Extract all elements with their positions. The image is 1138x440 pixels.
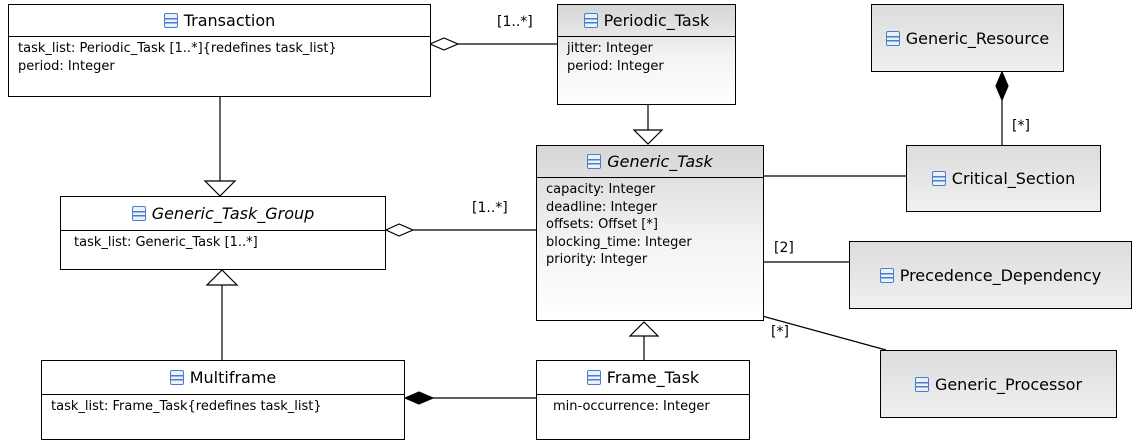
attribute: priority: Integer [546,252,648,267]
class-header: Transaction [9,5,430,37]
attribute-list: min-occurrence: Integer [537,395,749,416]
class-name: Generic_Processor [934,374,1083,394]
attribute-list: task_list: Frame_Task{redefines task_lis… [42,395,404,416]
attribute: min-occurrence: Integer [553,399,710,414]
class-frame-task[interactable]: Frame_Task min-occurrence: Integer [536,360,750,440]
class-name: Precedence_Dependency [899,265,1102,285]
generalization-arrow [205,269,239,286]
class-icon [885,30,900,46]
attribute: task_list: Frame_Task{redefines task_lis… [51,399,322,414]
class-transaction[interactable]: Transaction task_list: Periodic_Task [1.… [8,4,431,97]
class-header: Multiframe [42,361,404,395]
class-header: Precedence_Dependency [850,242,1131,308]
class-generic-task[interactable]: Generic_Task capacity: Integer deadline:… [536,145,764,321]
class-name: Generic_Task_Group [151,204,315,223]
attribute-list: jitter: Integer period: Integer [558,37,735,75]
class-header: Generic_Task [537,146,763,178]
class-icon [587,154,602,169]
class-icon [163,13,178,28]
class-generic-resource[interactable]: Generic_Resource [871,4,1064,72]
attribute-list: task_list: Generic_Task [1..*] [61,231,385,252]
attribute: period: Integer [18,58,115,74]
class-icon [583,13,598,28]
generalization-arrow [203,180,237,197]
class-icon [879,267,894,283]
class-icon [931,171,946,186]
class-precedence-dependency[interactable]: Precedence_Dependency [849,241,1132,309]
multiplicity-label: [*] [771,324,789,340]
composition-diamond [995,70,1009,102]
aggregation-diamond [428,37,460,51]
aggregation-diamond [384,223,415,237]
class-generic-task-group[interactable]: Generic_Task_Group task_list: Generic_Ta… [60,196,386,270]
attribute: jitter: Integer [567,41,653,56]
class-icon [914,376,929,392]
generic-processor-link [761,315,887,351]
attribute: blocking_time: Integer [546,234,692,250]
generalization-arrow [628,321,660,337]
class-periodic-task[interactable]: Periodic_Task jitter: Integer period: In… [557,4,736,105]
attribute: deadline: Integer [546,199,658,215]
class-name: Critical_Section [951,169,1076,188]
class-header: Generic_Processor [881,351,1116,417]
multiplicity-label: [2] [774,240,794,256]
class-name: Transaction [183,11,276,30]
class-icon [586,370,601,385]
class-critical-section[interactable]: Critical_Section [906,145,1101,212]
composition-diamond [403,391,435,405]
class-header: Generic_Task_Group [61,197,385,231]
class-header: Periodic_Task [558,5,735,37]
multiplicity-label: [*] [1012,118,1030,134]
class-multiframe[interactable]: Multiframe task_list: Frame_Task{redefin… [41,360,405,440]
attribute-list: capacity: Integer deadline: Integer offs… [537,178,763,269]
attribute: period: Integer [567,58,664,74]
class-name: Generic_Resource [905,28,1050,48]
class-name: Generic_Task [607,152,713,171]
class-icon [131,206,146,221]
class-header: Frame_Task [537,361,749,395]
attribute: capacity: Integer [546,182,656,197]
class-header: Critical_Section [907,146,1100,211]
class-name: Periodic_Task [603,11,710,30]
class-name: Multiframe [189,368,277,387]
class-header: Generic_Resource [872,5,1063,71]
multiplicity-label: [1..*] [472,200,508,216]
generalization-arrow [632,129,664,145]
class-name: Frame_Task [606,368,700,387]
attribute: task_list: Periodic_Task [1..*]{redefine… [18,41,337,56]
attribute: offsets: Offset [*] [546,217,658,232]
class-generic-processor[interactable]: Generic_Processor [880,350,1117,418]
multiplicity-label: [1..*] [497,14,533,30]
class-icon [169,370,184,385]
attribute-list: task_list: Periodic_Task [1..*]{redefine… [9,37,430,75]
attribute: task_list: Generic_Task [1..*] [74,235,258,250]
